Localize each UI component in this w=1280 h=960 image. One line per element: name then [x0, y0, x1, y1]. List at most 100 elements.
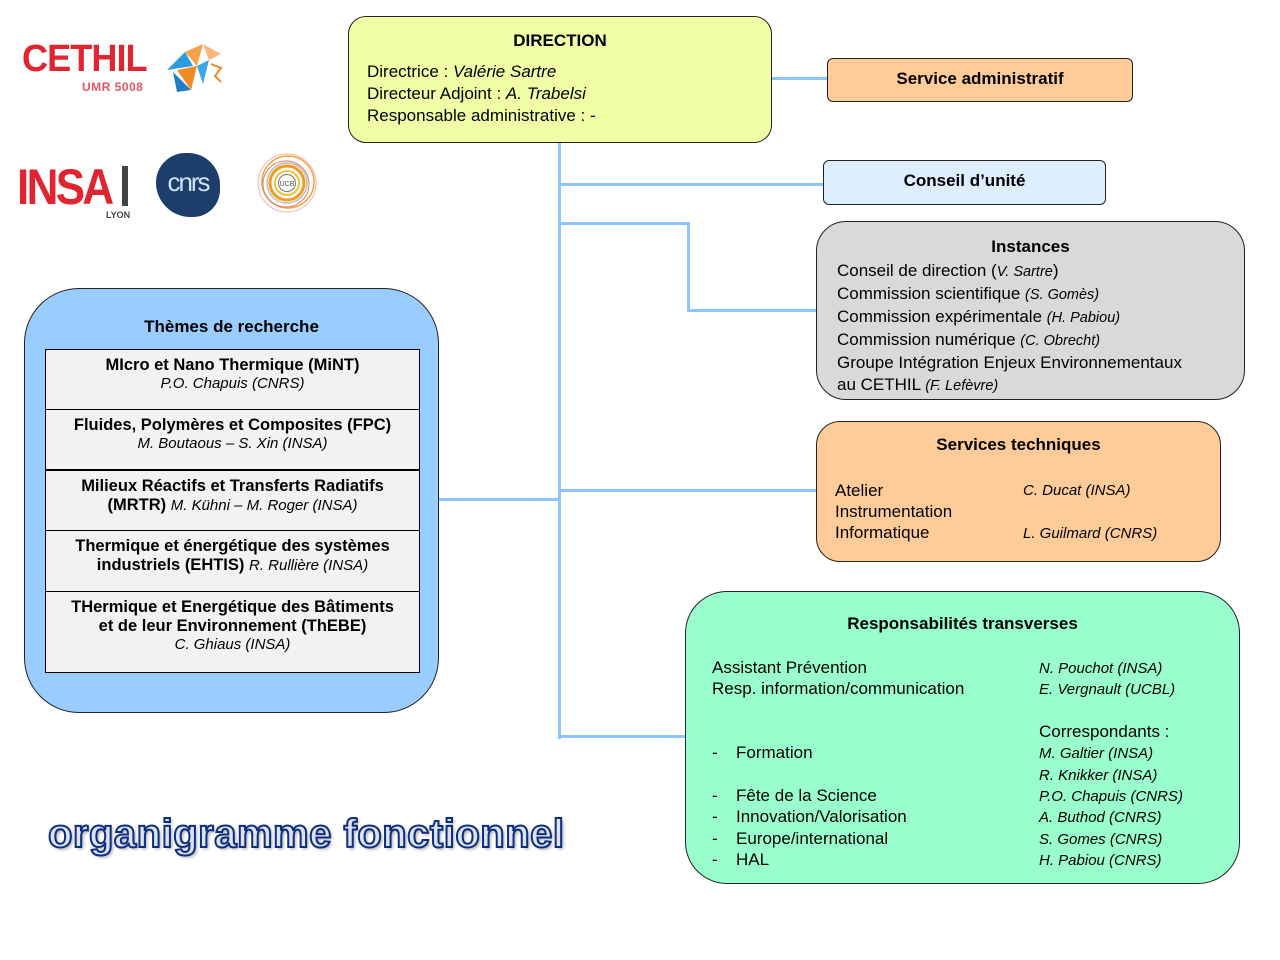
instance-item: Groupe Intégration Enjeux Environnementa…	[837, 352, 1182, 374]
row-value: -	[590, 106, 596, 125]
service-person: C. Ducat (INSA)	[1023, 482, 1131, 499]
instances-box: Instances Conseil de direction (V. Sartr…	[816, 221, 1245, 400]
correspondant-topic: Europe/international	[736, 829, 889, 848]
instances-title: Instances	[991, 237, 1070, 256]
bullet: -	[712, 829, 718, 848]
cnrs-logo	[156, 153, 220, 217]
insa-logo: INSA	[17, 159, 114, 215]
themes-recherche-box: Thèmes de recherche MIcro et Nano Thermi…	[24, 288, 439, 713]
instance-label: au CETHIL	[837, 375, 926, 394]
theme-name-cont: (MRTR)	[107, 496, 167, 514]
connector-instances-h1	[558, 222, 689, 225]
ucbl-logo: UCB	[257, 153, 317, 213]
connector-service-administratif	[772, 77, 827, 80]
theme-item-ehtis: Thermique et énergétique des systèmes in…	[46, 531, 419, 592]
row-label: Directeur Adjoint :	[367, 84, 506, 103]
cethil-lion-icon	[167, 44, 223, 92]
theme-item-thebe: THermique et Energétique des Bâtiments e…	[46, 592, 419, 672]
instances-list: Conseil de direction (V. Sartre) Commiss…	[837, 260, 1182, 397]
service-name: Informatique	[835, 523, 930, 542]
direction-box: DIRECTION Directrice : Valérie Sartre Di…	[348, 16, 772, 143]
connector-instances-h2	[687, 309, 817, 312]
service-name: Instrumentation	[835, 502, 953, 521]
connector-services-techniques	[558, 489, 816, 492]
cnrs-logo-text: cnrs	[167, 167, 210, 197]
connector-conseil-unite	[558, 183, 823, 186]
ucbl-logo-text: UCB	[280, 181, 295, 188]
direction-row-responsable-admin: Responsable administrative : -	[367, 105, 596, 127]
insa-logo-bar	[122, 166, 128, 206]
instance-person: (S. Gomès)	[1025, 287, 1100, 303]
connector-trunk	[558, 143, 561, 739]
theme-lead: R. Rullière (INSA)	[249, 557, 369, 574]
correspondant-person: P.O. Chapuis (CNRS)	[1039, 788, 1183, 805]
bullet: -	[712, 850, 718, 869]
correspondant-person: R. Knikker (INSA)	[1039, 767, 1158, 784]
theme-lead: M. Boutaous – S. Xin (INSA)	[137, 435, 328, 452]
bullet: -	[712, 786, 718, 805]
role-label: Assistant Prévention	[712, 658, 867, 677]
instance-label: Commission scientifique	[837, 284, 1026, 303]
themes-title: Thèmes de recherche	[144, 317, 319, 336]
theme-item-fpc: Fluides, Polymères et Composites (FPC) M…	[46, 410, 419, 471]
correspondant-topic: Fête de la Science	[736, 786, 877, 805]
instance-label: Groupe Intégration Enjeux Environnementa…	[837, 353, 1182, 372]
row-label: Responsable administrative :	[367, 106, 591, 125]
theme-lead: P.O. Chapuis (CNRS)	[160, 375, 305, 392]
service-name: Atelier	[835, 481, 884, 500]
correspondants-label: Correspondants :	[1039, 722, 1170, 741]
correspondant-topic: Formation	[736, 743, 813, 762]
correspondant-person: A. Buthod (CNRS)	[1039, 809, 1162, 826]
role-person: E. Vergnault (UCBL)	[1039, 681, 1176, 698]
cethil-logo-subtitle: UMR 5008	[82, 80, 144, 94]
service-administratif-box: Service administratif	[827, 58, 1133, 102]
theme-item-mint: MIcro et Nano Thermique (MiNT) P.O. Chap…	[46, 350, 419, 410]
instance-suffix: )	[1052, 261, 1059, 280]
conseil-unite-title: Conseil d’unité	[903, 171, 1026, 190]
services-techniques-box: Services techniques Atelier C. Ducat (IN…	[816, 421, 1221, 562]
theme-lead: M. Kühni – M. Roger (INSA)	[170, 497, 358, 514]
theme-lead: C. Ghiaus (INSA)	[174, 636, 291, 653]
services-techniques-title: Services techniques	[936, 435, 1101, 454]
theme-item-mrtr: Milieux Réactifs et Transferts Radiatifs…	[46, 471, 419, 531]
instance-item: Commission scientifique (S. Gomès)	[837, 283, 1182, 306]
theme-name: Thermique et énergétique des systèmes	[75, 537, 390, 555]
responsabilites-transverses-box: Responsabilités transverses Assistant Pr…	[685, 591, 1240, 884]
correspondant-topic: HAL	[736, 850, 770, 869]
instance-item: au CETHIL (F. Lefèvre)	[837, 374, 1182, 397]
insa-logo-subtitle: LYON	[106, 210, 131, 220]
instance-label: Commission expérimentale	[837, 307, 1047, 326]
cethil-logo: CETHIL	[22, 38, 148, 80]
connector-responsabilites	[558, 735, 686, 738]
correspondant-person: S. Gomes (CNRS)	[1039, 831, 1163, 848]
organigramme-title: organigramme fonctionnel	[47, 811, 565, 857]
conseil-unite-box: Conseil d’unité	[823, 160, 1106, 205]
instance-person: (H. Pabiou)	[1046, 310, 1121, 326]
connector-themes	[439, 498, 561, 501]
instance-item: Conseil de direction (V. Sartre)	[837, 260, 1182, 283]
theme-name: Fluides, Polymères et Composites (FPC)	[73, 416, 392, 434]
theme-name: MIcro et Nano Thermique (MiNT)	[105, 356, 360, 374]
row-value: A. Trabelsi	[505, 84, 586, 103]
row-value: Valérie Sartre	[452, 62, 557, 81]
role-person: N. Pouchot (INSA)	[1039, 660, 1163, 677]
direction-row-directrice: Directrice : Valérie Sartre	[367, 61, 596, 83]
role-label: Resp. information/communication	[712, 679, 965, 698]
direction-rows: Directrice : Valérie Sartre Directeur Ad…	[367, 61, 596, 127]
connector-instances-v	[687, 222, 690, 312]
instance-label: Conseil de direction (	[837, 261, 997, 280]
instance-person: (C. Obrecht)	[1020, 333, 1101, 349]
instance-item: Commission expérimentale (H. Pabiou)	[837, 306, 1182, 329]
service-administratif-title: Service administratif	[896, 69, 1064, 88]
direction-title: DIRECTION	[513, 31, 607, 50]
instance-item: Commission numérique (C. Obrecht)	[837, 329, 1182, 352]
responsabilites-title: Responsabilités transverses	[847, 614, 1078, 633]
bullet: -	[712, 807, 718, 826]
row-label: Directrice :	[367, 62, 453, 81]
correspondant-person: H. Pabiou (CNRS)	[1039, 852, 1162, 869]
instance-person: V. Sartre	[996, 264, 1053, 280]
theme-name: THermique et Energétique des Bâtiments	[71, 598, 394, 616]
direction-row-adjoint: Directeur Adjoint : A. Trabelsi	[367, 83, 596, 105]
theme-name: Milieux Réactifs et Transferts Radiatifs	[81, 477, 384, 495]
service-person: L. Guilmard (CNRS)	[1023, 525, 1158, 542]
